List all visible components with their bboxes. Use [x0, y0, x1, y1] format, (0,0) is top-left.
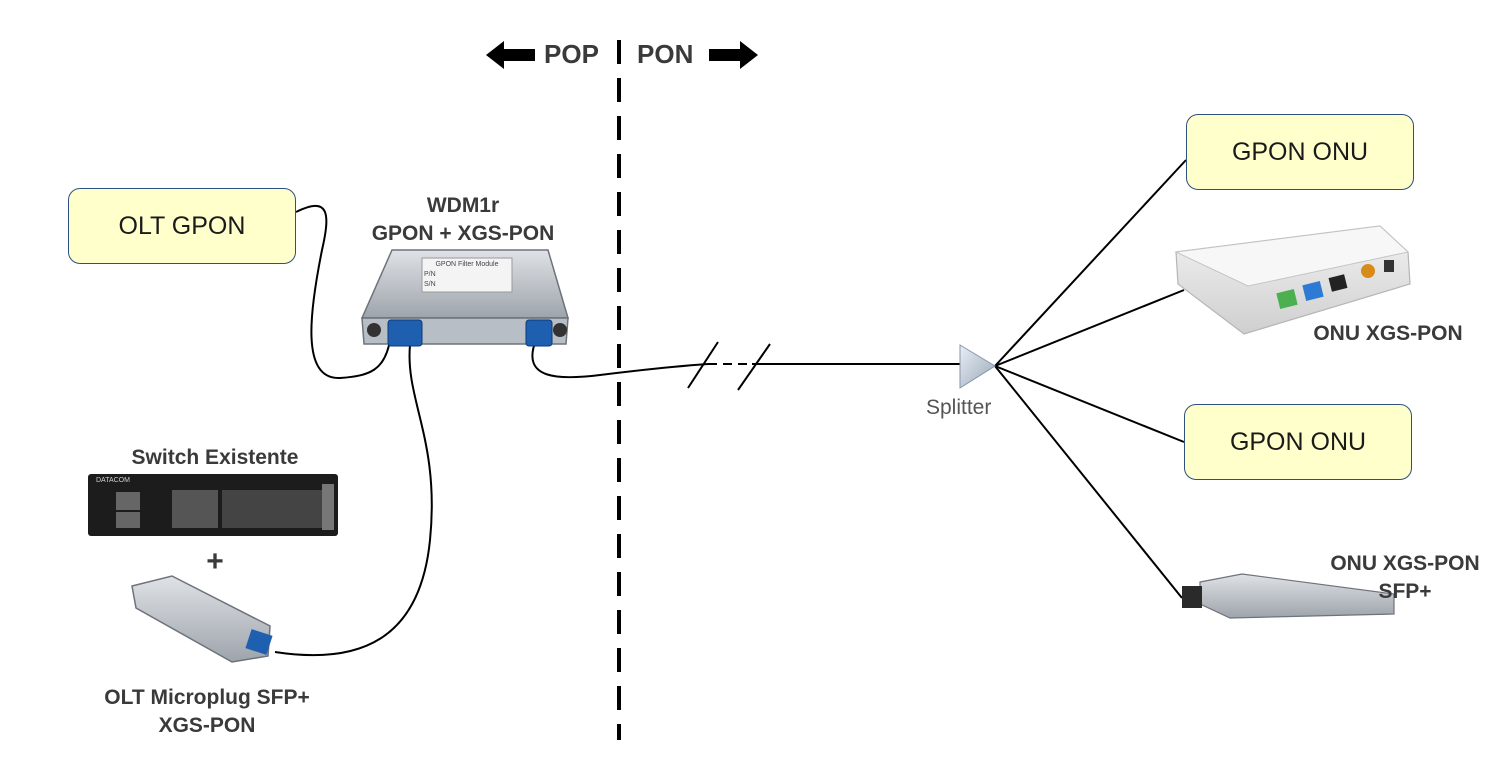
wdm-sticker-title: GPON Filter Module	[435, 261, 499, 268]
break-mark-2	[737, 343, 771, 391]
wdm-module-icon	[360, 249, 570, 347]
break-mark-1	[687, 341, 719, 389]
switch-brand: DATACOM	[96, 477, 130, 484]
switch-label: Switch Existente	[131, 446, 299, 469]
wdm-sticker-pn: P/N	[424, 271, 436, 278]
fiber-to-onu-xgs	[994, 289, 1185, 367]
plus-sign: +	[206, 545, 224, 578]
onu-xgs-label: ONU XGS-PON	[1313, 322, 1463, 345]
wdm-sticker-sn: S/N	[424, 281, 436, 288]
onu-sfp-label-line1: ONU XGS-PON	[1330, 552, 1480, 575]
onu-sfp-label: ONU XGS-PON SFP+	[1320, 550, 1490, 606]
olt-gpon-box: OLT GPON	[68, 188, 296, 264]
splitter-icon	[959, 344, 996, 389]
fiber-trunk	[531, 339, 709, 379]
splitter-label: Splitter	[926, 396, 992, 419]
zone-pop-label: POP	[544, 39, 599, 69]
gpon-onu-top-box: GPON ONU	[1186, 114, 1414, 190]
olt-sfp-label: OLT Microplug SFP+ XGS-PON	[82, 684, 332, 740]
sfp-module-icon	[131, 575, 273, 663]
arrow-right-icon	[709, 41, 758, 69]
gpon-onu-bottom-box: GPON ONU	[1184, 404, 1412, 480]
wdm-label: WDM1r GPON + XGS-PON	[358, 192, 568, 248]
wdm-sticker: GPON Filter Module P/N S/N	[424, 260, 510, 290]
fiber-sfp	[274, 344, 433, 657]
olt-gpon-label: OLT GPON	[118, 211, 246, 240]
wdm-label-line1: WDM1r	[426, 194, 500, 217]
onu-xgs-device-icon	[1174, 225, 1411, 335]
fiber-to-gpon-onu-bottom	[994, 365, 1185, 443]
olt-sfp-label-line1: OLT Microplug SFP+	[104, 686, 310, 709]
gpon-onu-top-label: GPON ONU	[1231, 137, 1369, 166]
switch-icon	[88, 474, 338, 536]
arrow-left-icon	[486, 41, 535, 69]
fiber-to-onu-sfp	[994, 365, 1183, 599]
olt-sfp-label-line2: XGS-PON	[158, 714, 256, 737]
onu-sfp-device-icon	[1182, 573, 1395, 619]
zone-pon-label: PON	[637, 39, 694, 69]
fiber-to-gpon-onu-top	[994, 159, 1187, 367]
onu-sfp-label-line2: SFP+	[1378, 580, 1432, 603]
fiber-olt-gpon	[295, 205, 391, 380]
wdm-label-line2: GPON + XGS-PON	[371, 222, 555, 245]
gpon-onu-bottom-label: GPON ONU	[1229, 427, 1367, 456]
